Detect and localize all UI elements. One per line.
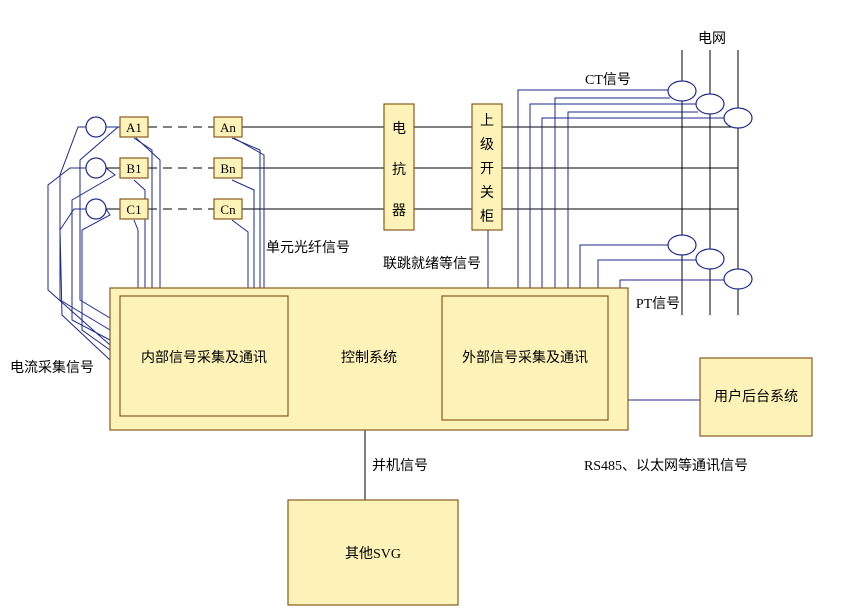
signal-wires — [47, 89, 726, 401]
module-b1-label: B1 — [126, 161, 141, 176]
ct-circle-a — [667, 80, 697, 102]
rs485-signal-label: RS485、以太网等通讯信号 — [584, 457, 748, 474]
module-a1: A1 — [119, 116, 149, 138]
switchgear-char-4: 关 — [480, 185, 494, 201]
pt-signal-label: PT信号 — [636, 296, 680, 312]
pt-circle-b — [695, 248, 725, 270]
control-system-label: 控制系统 — [341, 350, 397, 366]
module-cn-label: Cn — [220, 202, 236, 217]
pt-circle-c — [723, 268, 753, 290]
module-cn: Cn — [213, 198, 243, 220]
reactor-box: 电 抗 器 — [383, 103, 415, 231]
internal-comm-block: 内部信号采集及通讯 — [119, 295, 289, 417]
module-b1: B1 — [119, 157, 149, 179]
module-a1-label: A1 — [126, 120, 142, 135]
switchgear-char-3: 开 — [480, 162, 494, 177]
module-c1-label: C1 — [126, 202, 141, 217]
switchgear-char-2: 级 — [480, 137, 494, 153]
switchgear-char-5: 柜 — [480, 209, 494, 225]
ct-circle-c — [723, 107, 753, 129]
current-sensor-a — [85, 116, 107, 138]
current-sensor-c — [85, 198, 107, 220]
ct-sensors — [667, 80, 753, 129]
external-comm-block: 外部信号采集及通讯 — [441, 295, 609, 421]
linkage-signal-label: 联跳就绪等信号 — [383, 255, 481, 272]
parallel-signal-label: 并机信号 — [372, 458, 428, 474]
current-sensor-b — [85, 157, 107, 179]
pt-sensors — [667, 234, 753, 290]
module-bn: Bn — [213, 157, 243, 179]
user-backend-block: 用户后台系统 — [699, 357, 813, 437]
unit-fiber-signal-label: 单元光纤信号 — [266, 240, 350, 256]
module-an-label: An — [220, 120, 236, 135]
pt-circle-a — [667, 234, 697, 256]
module-an: An — [213, 116, 243, 138]
ct-circle-b — [695, 93, 725, 115]
module-bn-label: Bn — [220, 161, 236, 176]
external-comm-label: 外部信号采集及通讯 — [462, 349, 588, 366]
reactor-char-3: 器 — [392, 204, 406, 219]
internal-comm-label: 内部信号采集及通讯 — [141, 349, 267, 366]
user-backend-label: 用户后台系统 — [714, 388, 798, 405]
power-lines — [106, 126, 738, 210]
grid-label: 电网 — [698, 31, 726, 47]
current-sampling-label: 电流采集信号 — [10, 359, 94, 376]
switchgear-char-1: 上 — [480, 113, 494, 129]
other-svg-block: 其他SVG — [287, 499, 459, 606]
reactor-char-2: 抗 — [392, 162, 406, 178]
switchgear-box: 上 级 开 关 柜 — [471, 103, 503, 231]
ct-signal-label: CT信号 — [585, 72, 631, 88]
other-svg-label: 其他SVG — [345, 546, 401, 562]
reactor-char-1: 电 — [392, 121, 406, 137]
module-c1: C1 — [119, 198, 149, 220]
current-sensors — [85, 116, 107, 220]
